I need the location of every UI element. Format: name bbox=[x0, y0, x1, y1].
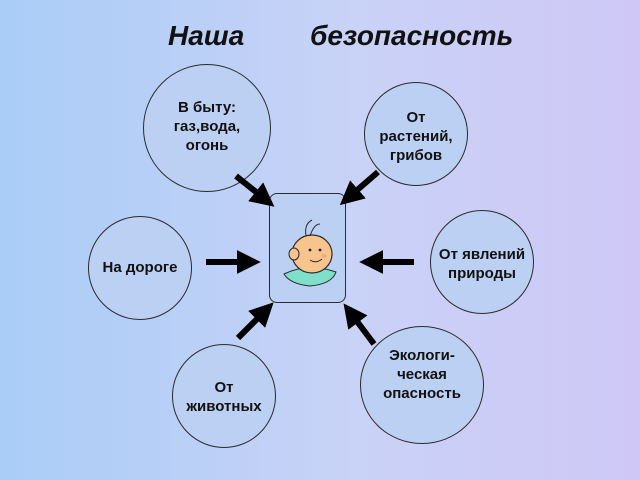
node-plants-circle bbox=[364, 82, 468, 186]
node-ecology-circle bbox=[360, 326, 484, 444]
title-word-2: безопасность bbox=[310, 20, 514, 51]
node-ecology-label: Экологи- ческая опасность bbox=[383, 347, 461, 402]
center-box bbox=[269, 193, 346, 303]
node-road-circle bbox=[88, 216, 192, 320]
node-animals-label: От животных bbox=[186, 379, 262, 415]
node-road-label: На дороге bbox=[102, 259, 178, 276]
node-home-label: В быту: газ,вода, огонь bbox=[173, 99, 241, 154]
node-plants-label: От растений, грибов bbox=[379, 109, 453, 164]
arrow-home-to-center bbox=[234, 173, 275, 207]
arrow-ecology-to-center bbox=[343, 303, 377, 346]
title-word-1: Наша bbox=[168, 20, 245, 51]
node-nature-circle bbox=[430, 210, 534, 314]
node-nature-label: От явлений природы bbox=[438, 246, 526, 282]
node-animals-circle bbox=[172, 344, 276, 448]
arrow-plants-to-center bbox=[339, 169, 380, 206]
page-title: Наша безопасность bbox=[0, 20, 640, 60]
arrow-animals-to-center bbox=[235, 302, 274, 341]
node-home-circle bbox=[143, 64, 271, 192]
baby-face-icon bbox=[283, 219, 337, 287]
